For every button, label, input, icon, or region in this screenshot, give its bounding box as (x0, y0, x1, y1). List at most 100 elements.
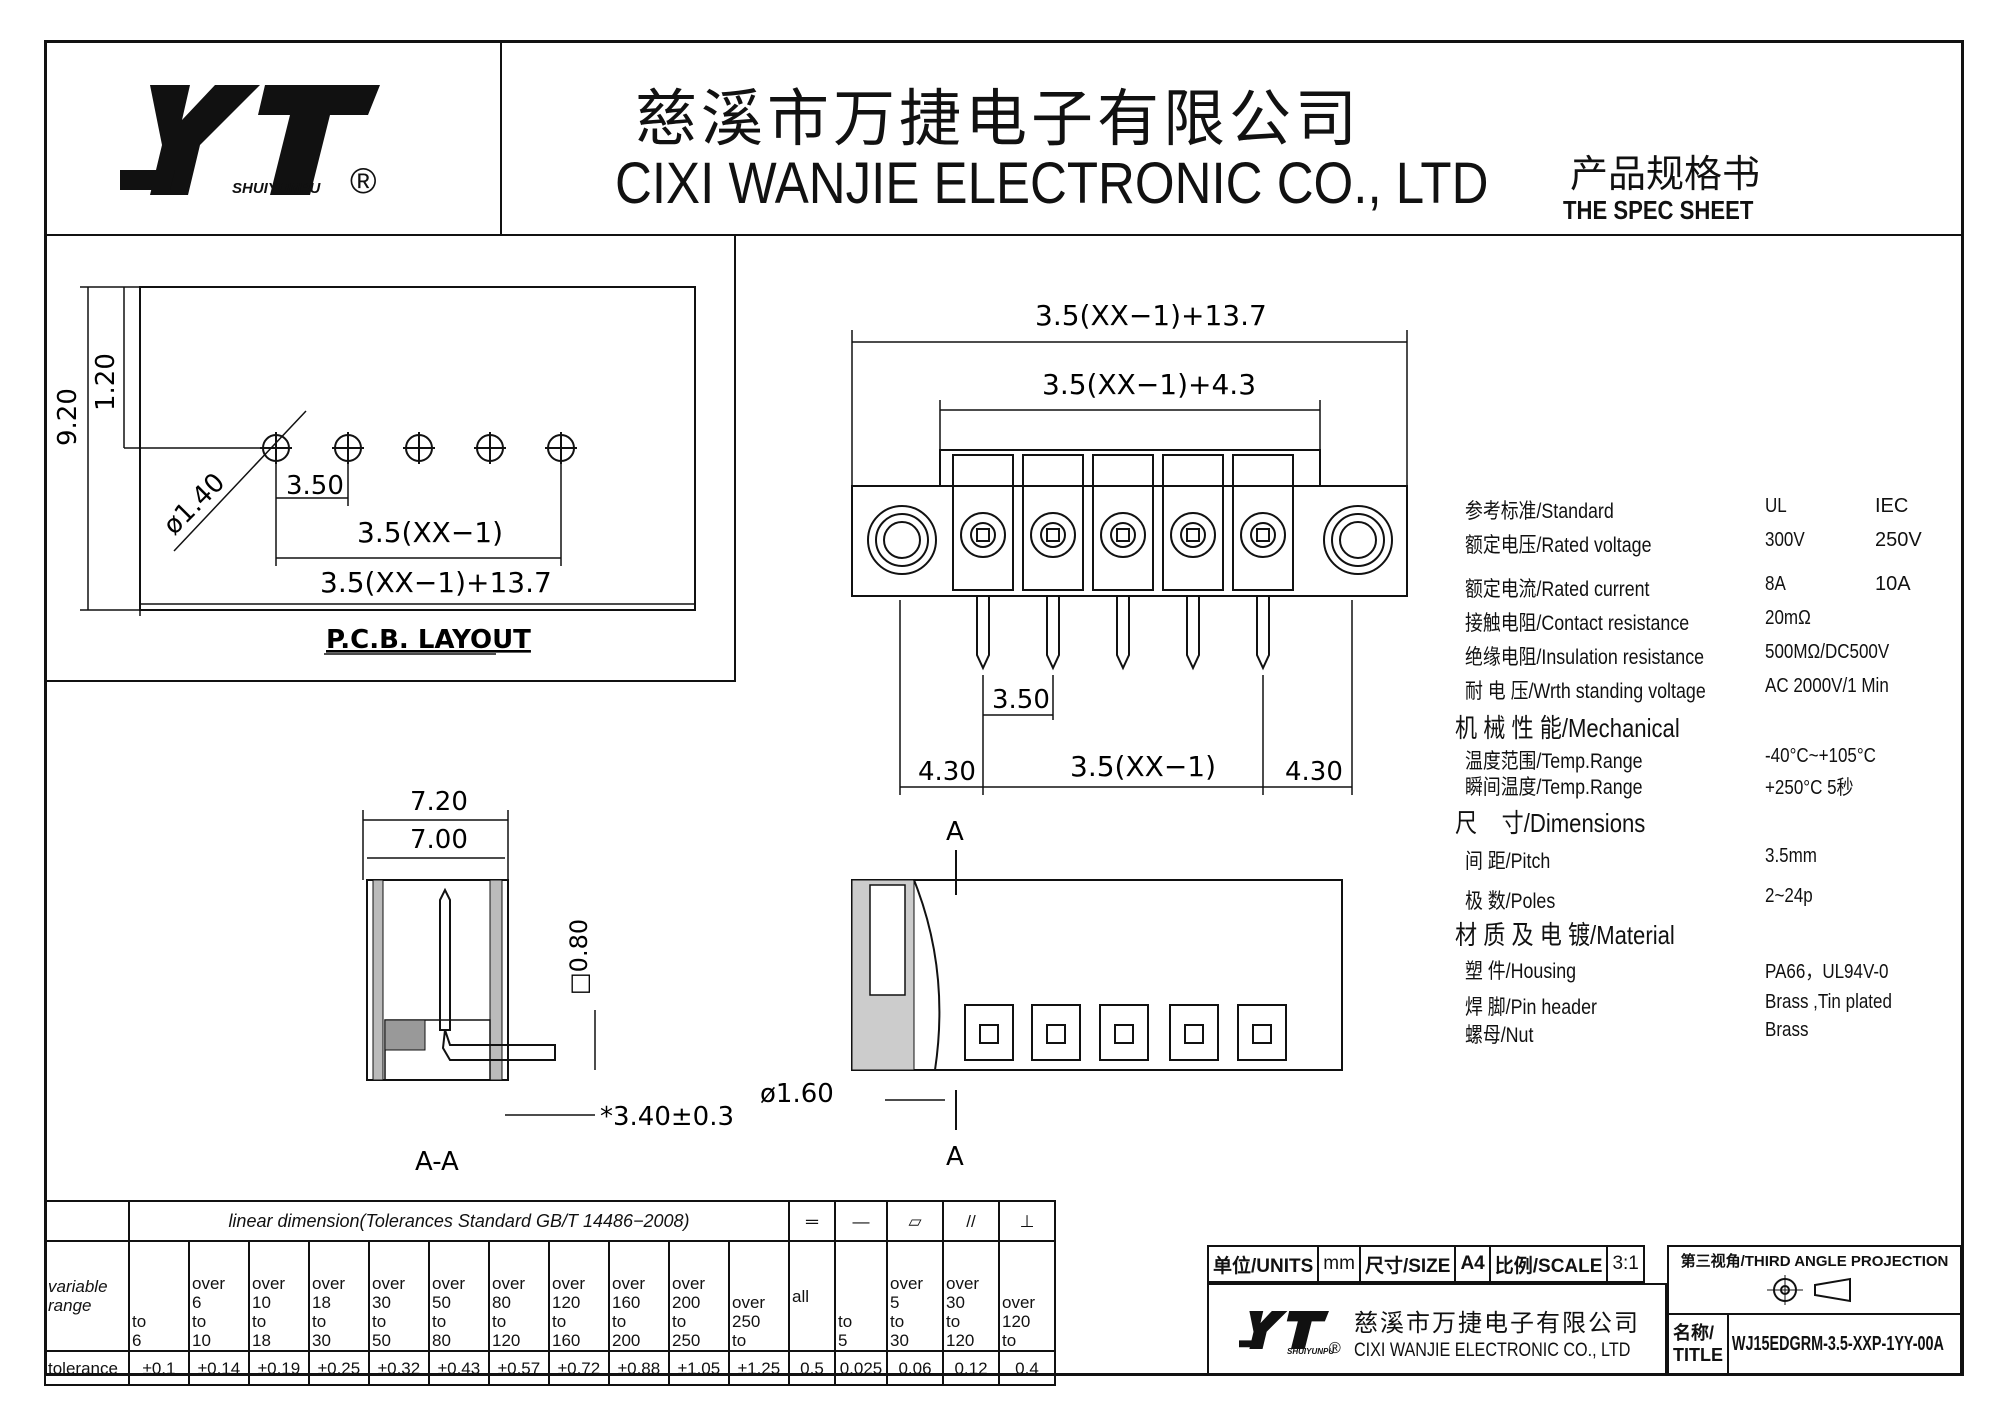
logo-icon (120, 85, 380, 195)
spec-label: 螺母/Nut (1465, 1024, 1534, 1047)
spec-value-1: 20mΩ (1765, 607, 1811, 629)
registered-mark: ® (350, 160, 377, 201)
tolerance-value: ±1.05 (668, 1350, 730, 1386)
range-cell: over 30 to 120 (942, 1240, 1000, 1352)
spec-row: 间 距/Pitch 3.5mm (1465, 845, 1945, 875)
spec-value-1: 2~24p (1765, 885, 1813, 907)
tolerance-value: ±0.57 (488, 1350, 550, 1386)
spec-value-1: -40°C~+105°C (1765, 745, 1876, 767)
spec-value-1: 8A (1765, 573, 1786, 595)
tolerance-value: 0.4 (998, 1350, 1056, 1386)
spec-value-1: 300V (1765, 529, 1805, 551)
range-cell: over 160 to 200 (608, 1240, 670, 1352)
title-company-en: CIXI WANJIE ELECTRONIC CO., LTD (1354, 1340, 1631, 1361)
title-block-top: 单位/UNITS mm 尺寸/SIZE A4 比例/SCALE 3:1 (1206, 1245, 1645, 1283)
header-divider (44, 234, 1964, 236)
spec-label: 温度范围/Temp.Range (1465, 750, 1643, 773)
front-dim-inner: 3.5(XX−1)+4.3 (1042, 368, 1256, 401)
dim-9-20: 9.20 (53, 388, 83, 446)
spec-row: 瞬间温度/Temp.Range +250°C 5秒 (1465, 771, 1945, 801)
range-cell: to 5 (834, 1240, 888, 1352)
sym-flatness: ▱ (886, 1200, 944, 1242)
range-cell: over 5 to 30 (886, 1240, 944, 1352)
dim-1-20: 1.20 (91, 353, 121, 411)
mech-title: 机 械 性 能/Mechanical (1455, 713, 1680, 743)
sym-flat: ═ (788, 1200, 836, 1242)
sec-dim-7-20: 7.20 (410, 787, 468, 817)
spec-label: 额定电压/Rated voltage (1465, 534, 1652, 557)
tolerance-value: ±0.1 (128, 1350, 190, 1386)
tolerance-value: ±0.32 (368, 1350, 430, 1386)
sym-straight: — (834, 1200, 888, 1242)
tolerance-value: ±0.43 (428, 1350, 490, 1386)
range-cell: over 6 to 10 (188, 1240, 250, 1352)
front-dim-pitch: 3.5(XX−1) (1070, 750, 1216, 783)
range-cell: over 120 to 160 (548, 1240, 610, 1352)
tolerance-value: ±0.72 (548, 1350, 610, 1386)
range-cell: over 10 to 18 (248, 1240, 310, 1352)
spec-label: 额定电流/Rated current (1465, 578, 1650, 601)
spec-value-1: 500MΩ/DC500V (1765, 641, 1890, 663)
scale-label: 比例/SCALE (1488, 1245, 1609, 1283)
scale-value: 3:1 (1606, 1245, 1645, 1283)
pole-cells (952, 454, 1294, 591)
spec-table: 参考标准/Standard UL IEC 额定电压/Rated voltage … (1455, 495, 1945, 1055)
range-cell: over 250 to (728, 1240, 790, 1352)
spec-label: 极 数/Poles (1465, 890, 1556, 913)
spec-row: 螺母/Nut Brass (1465, 1019, 1945, 1049)
tolerance-value: ±0.14 (188, 1350, 250, 1386)
logo-divider (500, 40, 502, 236)
tolerance-table: linear dimension(Tolerances Standard GB/… (44, 1200, 1056, 1386)
spec-value-1: Brass ,Tin plated (1765, 991, 1892, 1013)
front-dim-total: 3.5(XX−1)+13.7 (1035, 299, 1267, 332)
range-cell: over 30 to 50 (368, 1240, 430, 1352)
title-company-cn: 慈溪市万捷电子有限公司 (1354, 1309, 1640, 1337)
variable-range-label: variable range (44, 1240, 130, 1352)
size-value: A4 (1454, 1245, 1491, 1283)
sec-dim-3-40: *3.40±0.3 (600, 1102, 734, 1132)
company-name-cn: 慈溪市万捷电子有限公司 (635, 82, 1362, 155)
part-number-box: WJ15EDGRM-3.5-XXP-1YY-00A (1727, 1313, 1962, 1375)
section-a-a-drawing: 7.20 7.00 □0.80 *3.40±0.3 A-A (362, 787, 734, 1177)
sym-perp: ⊥ (998, 1200, 1056, 1242)
spec-sheet-title-cn: 产品规格书 (1570, 152, 1761, 196)
spec-row: 绝缘电阻/Insulation resistance 500MΩ/DC500V (1465, 641, 1945, 671)
spec-row: 接触电阻/Contact resistance 20mΩ (1465, 607, 1945, 637)
spec-value-2: 250V (1875, 529, 1922, 551)
spec-row: 极 数/Poles 2~24p (1465, 885, 1945, 915)
company-name-en: CIXI WANJIE ELECTRONIC CO., LTD (615, 151, 1489, 216)
bottom-pole-boxes (964, 1004, 1287, 1061)
dim-total: 3.5(XX−1)+13.7 (320, 566, 552, 599)
spec-row: 额定电压/Rated voltage 300V 250V (1465, 529, 1945, 559)
spec-sheet-title-en: THE SPEC SHEET (1563, 195, 1754, 225)
spec-row: 温度范围/Temp.Range -40°C~+105°C (1465, 745, 1945, 775)
tolerance-value: 0.06 (886, 1350, 944, 1386)
spec-label: 耐 电 压/Wrth standing voltage (1465, 680, 1706, 703)
spec-value-1: +250°C 5秒 (1765, 777, 1854, 799)
tolerance-value: 0.12 (942, 1350, 1000, 1386)
pcb-layout-drawing: 9.20 1.20 ø1.40 3.50 3.5(XX−1) 3.5(XX−1)… (53, 286, 696, 655)
range-cell: all (788, 1240, 836, 1352)
title-label-en: TITLE (1673, 1345, 1723, 1365)
spec-row: 耐 电 压/Wrth standing voltage AC 2000V/1 M… (1465, 675, 1945, 705)
mat-title: 材 质 及 电 镀/Material (1455, 920, 1675, 950)
sec-dim-7-00: 7.00 (410, 825, 468, 855)
section-label: A-A (415, 1147, 459, 1177)
spec-value-1: PA66，UL94V-0 (1765, 961, 1889, 983)
pins (976, 596, 1270, 671)
tolerance-value: 0.025 (834, 1350, 888, 1386)
tolerance-value: ±0.88 (608, 1350, 670, 1386)
spec-row: 参考标准/Standard UL IEC (1465, 495, 1945, 525)
title-label-box: 名称/ TITLE (1667, 1313, 1729, 1375)
brand-text: SHUIYUNPU (232, 180, 321, 197)
spec-label: 瞬间温度/Temp.Range (1465, 776, 1643, 799)
spec-label: 塑 件/Housing (1465, 960, 1577, 983)
range-cell: to 6 (128, 1240, 190, 1352)
title-block-company: SHUIYUNPU ® 慈溪市万捷电子有限公司 CIXI WANJIE ELEC… (1207, 1283, 1667, 1375)
front-dim-4-30-right: 4.30 (1285, 757, 1343, 787)
tolerance-value: 0.5 (788, 1350, 836, 1386)
spec-row: 塑 件/Housing PA66，UL94V-0 (1465, 955, 1945, 985)
tolerance-title: linear dimension(Tolerances Standard GB/… (128, 1200, 790, 1242)
dim-3-50: 3.50 (286, 471, 344, 501)
projection-symbol-icon (1766, 1275, 1851, 1305)
